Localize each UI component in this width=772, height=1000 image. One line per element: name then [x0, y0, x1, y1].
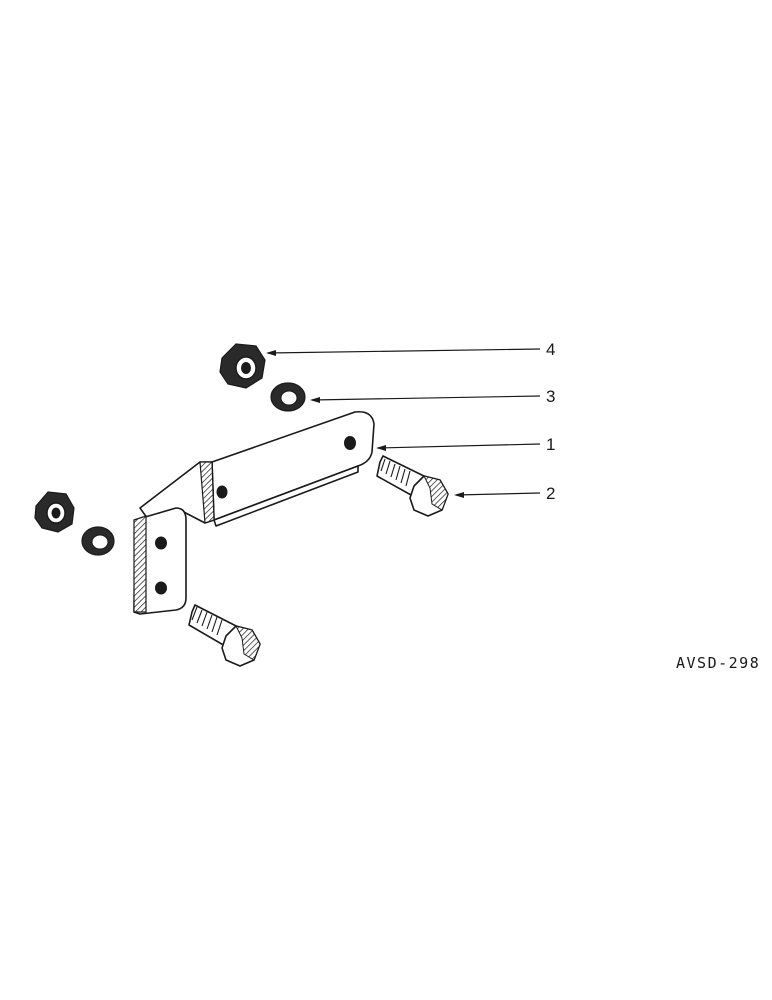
leader-line-4	[266, 348, 541, 356]
leader-line-1	[376, 443, 541, 451]
leader-line-3	[310, 395, 541, 403]
hex-bolt-icon	[376, 455, 449, 517]
hex-nut-icon	[34, 491, 75, 533]
bracket-icon	[133, 410, 375, 615]
leader-line-2	[454, 492, 541, 498]
hex-nut-icon	[219, 343, 266, 389]
callout-3: 3	[546, 387, 555, 406]
callout-1: 1	[546, 435, 555, 454]
lock-washer-icon	[81, 526, 115, 556]
callout-4: 4	[546, 340, 555, 359]
callout-2: 2	[546, 484, 555, 503]
hex-bolt-icon	[188, 604, 261, 667]
figure-id: AVSD-298	[676, 654, 760, 672]
lock-washer-icon	[270, 382, 306, 412]
